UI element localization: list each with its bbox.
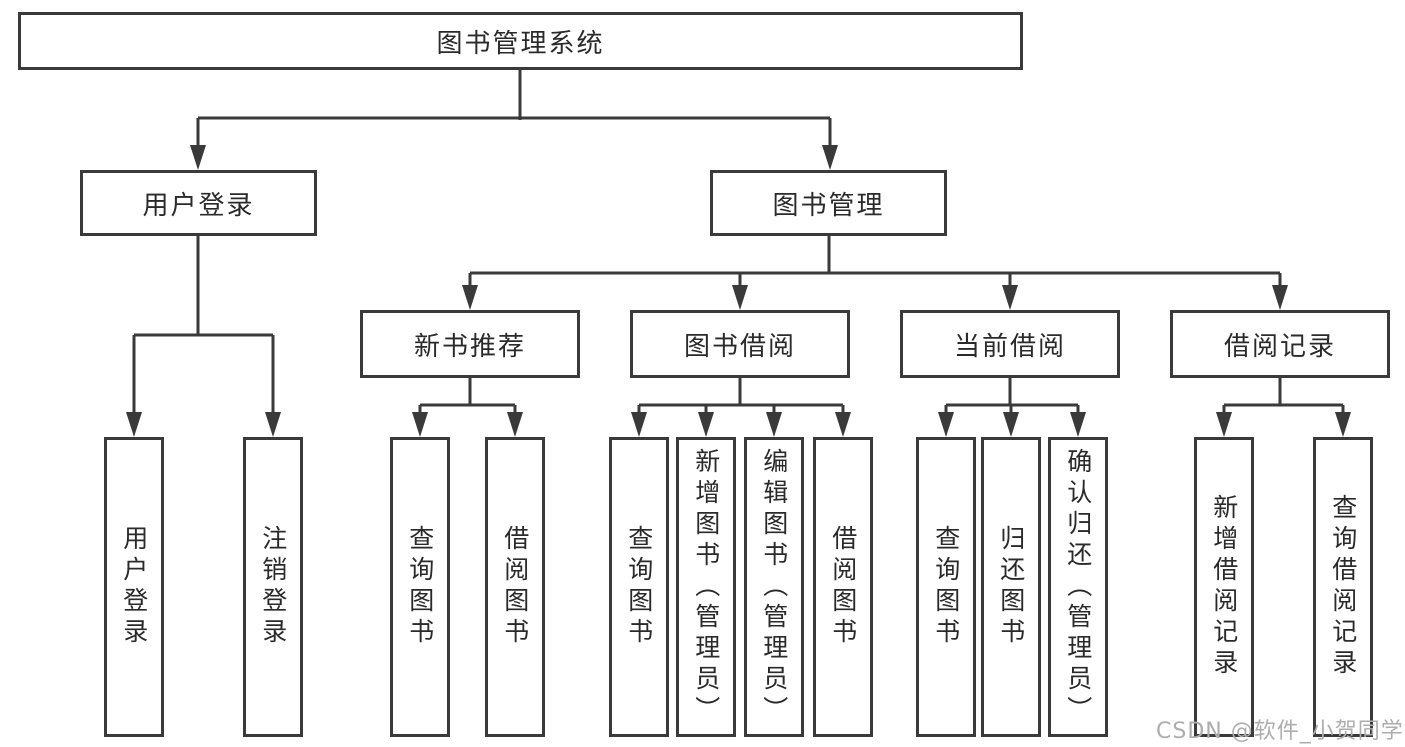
leaf-query-books-current: 查询图书 <box>916 437 976 737</box>
node-label: 编辑图书（管理员） <box>759 447 789 727</box>
leaf-query-borrow-record: 查询借阅记录 <box>1313 437 1373 737</box>
leaf-add-book-admin: 新增图书（管理员） <box>676 437 736 737</box>
node-label: 归还图书 <box>996 525 1026 649</box>
node-label: 查询图书 <box>624 525 654 649</box>
node-user-login-group: 用户登录 <box>80 170 317 236</box>
leaf-logout: 注销登录 <box>243 437 303 737</box>
leaf-user-login: 用户登录 <box>104 437 164 737</box>
node-label: 借阅记录 <box>1223 331 1336 362</box>
node-current-borrowing: 当前借阅 <box>900 310 1120 378</box>
node-label: 注销登录 <box>258 525 288 649</box>
node-label: 新增借阅记录 <box>1209 494 1239 680</box>
csdn-watermark: CSDN @软件_小贺同学 <box>1156 719 1404 744</box>
node-label: 图书借阅 <box>683 331 796 362</box>
node-book-management: 图书管理 <box>710 170 947 236</box>
node-label: 图书管理 <box>772 190 885 221</box>
node-label: 确认归还（管理员） <box>1063 447 1093 727</box>
node-borrowing-records: 借阅记录 <box>1170 310 1390 378</box>
node-label: 新书推荐 <box>413 331 526 362</box>
node-label: 查询图书 <box>931 525 961 649</box>
node-label: 图书管理系统 <box>436 28 605 59</box>
node-label: 借阅图书 <box>828 525 858 649</box>
leaf-confirm-return-admin: 确认归还（管理员） <box>1048 437 1108 737</box>
node-label: 新增图书（管理员） <box>691 447 721 727</box>
node-library-system: 图书管理系统 <box>18 12 1023 70</box>
leaf-return-book: 归还图书 <box>981 437 1041 737</box>
node-book-borrowing: 图书借阅 <box>630 310 850 378</box>
tree-edges <box>132 70 1345 416</box>
node-new-book-recommendation: 新书推荐 <box>360 310 580 378</box>
leaf-add-borrow-record: 新增借阅记录 <box>1194 437 1254 737</box>
node-label: 借阅图书 <box>500 525 530 649</box>
leaf-borrow-books: 借阅图书 <box>813 437 873 737</box>
node-label: 用户登录 <box>119 525 149 649</box>
leaf-edit-book-admin: 编辑图书（管理员） <box>744 437 804 737</box>
leaf-borrow-books-recommend: 借阅图书 <box>485 437 545 737</box>
node-label: 查询借阅记录 <box>1328 494 1358 680</box>
node-label: 用户登录 <box>142 190 255 221</box>
node-label: 当前借阅 <box>953 331 1066 362</box>
leaf-query-books-borrow: 查询图书 <box>609 437 669 737</box>
arrowheads <box>126 145 1351 437</box>
node-label: 查询图书 <box>405 525 435 649</box>
leaf-query-books-recommend: 查询图书 <box>390 437 450 737</box>
